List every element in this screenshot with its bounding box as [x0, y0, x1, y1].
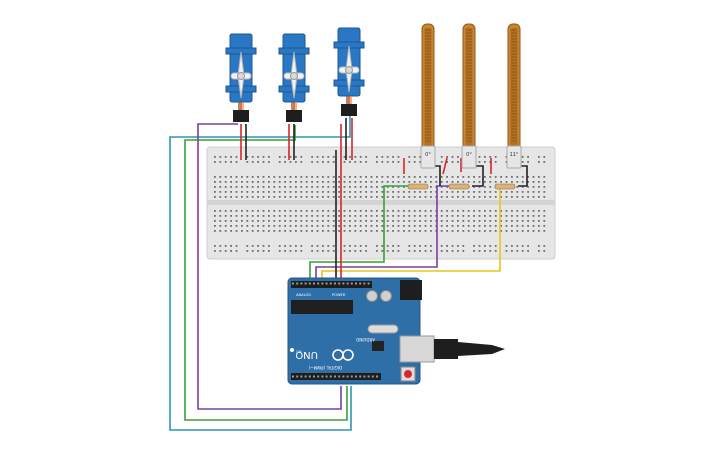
arduino-model-label: UNO: [295, 349, 318, 360]
digital-header-label: DIGITAL (PWM~): [308, 365, 342, 370]
flex-2: 0°: [461, 23, 477, 169]
wire-purple-sensor: [315, 185, 449, 282]
breadboard-holes: [214, 156, 546, 252]
arduino-board: UNO ARDUINO DIGITAL (PWM~) ANALOG POWER …: [287, 277, 505, 385]
analog-header-label: ANALOG: [296, 293, 311, 297]
breadboard: [206, 146, 556, 260]
flex-sensors: 0° 0° 11°: [420, 23, 522, 169]
servos: [225, 27, 365, 122]
arduino-logo-icon: [332, 349, 354, 361]
wire-green-sensor: [309, 185, 408, 282]
arduino-header-pins: [292, 282, 378, 378]
wire-purple-servo: [197, 123, 342, 410]
servo-2: [278, 33, 310, 122]
flex-3-angle-label: 11°: [510, 152, 519, 158]
on-label: ON: [296, 350, 302, 354]
crystal: [367, 324, 399, 334]
servo-1: [225, 33, 257, 122]
power-led: [290, 348, 294, 352]
usb-cable: [458, 342, 505, 356]
flex-1-angle-label: 0°: [425, 152, 431, 158]
resistors: [407, 183, 516, 190]
flex-2-angle-label: 0°: [466, 152, 472, 158]
power-jack: [400, 280, 422, 300]
resistor-2: [448, 183, 470, 190]
wire-teal: [169, 112, 352, 431]
wire-green-servo: [184, 125, 348, 421]
servo-3: [333, 27, 365, 116]
resistor-3: [494, 183, 516, 190]
capacitor-2: [380, 290, 392, 302]
power-header-label: POWER: [332, 293, 346, 297]
microcontroller-chip: [291, 300, 353, 314]
arduino-brand-label: ARDUINO: [356, 337, 375, 342]
capacitor-1: [366, 290, 378, 302]
flex-3: 11°: [506, 23, 522, 169]
flex-1: 0°: [420, 23, 436, 169]
usb-port: [399, 335, 435, 363]
resistor-1: [407, 183, 429, 190]
